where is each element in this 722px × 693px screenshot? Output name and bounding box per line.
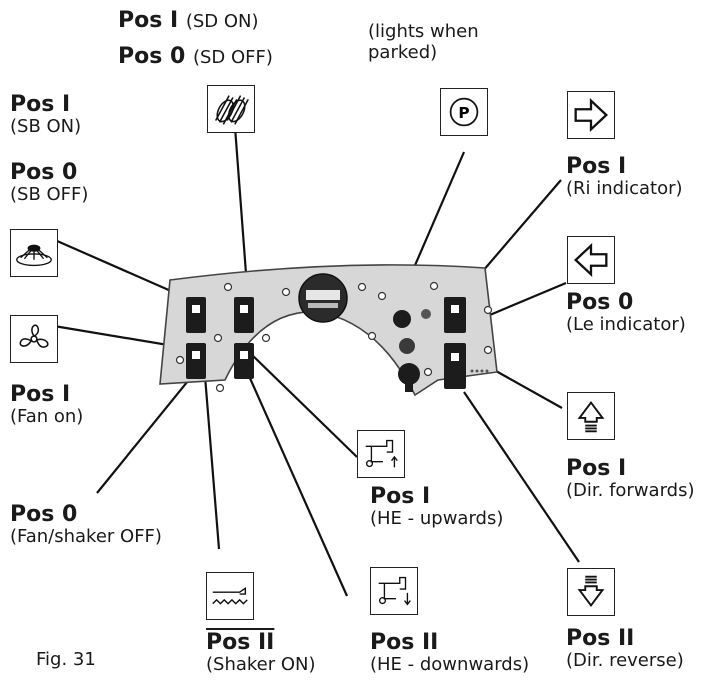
fan-icon (10, 315, 58, 363)
fan-on-label: Pos I (Fan on) (10, 382, 84, 428)
sb-on-label: Pos I (SB ON) (10, 92, 82, 138)
he-down-label: Pos II (HE - downwards) (370, 630, 530, 676)
leader-he-down (247, 375, 349, 597)
reverse-icon (567, 568, 615, 616)
forward-icon (567, 392, 615, 440)
side-brush-icon (10, 229, 58, 277)
sb-off-label: Pos 0 (SB OFF) (10, 160, 89, 206)
reverse-label: Pos II (Dir. reverse) (566, 626, 684, 672)
he-switch (234, 343, 254, 379)
sb-switch (186, 297, 206, 333)
direction-switch (444, 343, 466, 389)
he-up-label: Pos I (HE - upwards) (370, 484, 504, 530)
sd-off-label: Pos 0 (SD OFF) (118, 44, 273, 69)
sd-switch (234, 297, 254, 333)
hopper-down-icon (370, 567, 418, 615)
fan-off-label: Pos 0 (Fan/shaker OFF) (10, 502, 162, 548)
sd-on-label: Pos I (SD ON) (118, 8, 259, 33)
forward-label: Pos I (Dir. forwards) (566, 456, 695, 502)
leader-fan-off (96, 375, 193, 494)
ri-indicator-label: Pos I (Ri indicator) (566, 154, 683, 200)
sweeping-brush-icon (207, 85, 255, 133)
hopper-up-icon (357, 430, 405, 478)
leader-reverse (463, 391, 580, 563)
fan-switch (186, 343, 206, 379)
svg-text:P: P (458, 104, 469, 122)
left-arrow-icon (567, 236, 615, 284)
indicator-switch (444, 297, 466, 333)
figure-caption: Fig. 31 (36, 649, 96, 670)
right-arrow-icon (567, 91, 615, 139)
parked-note: (lights when parked) (368, 21, 479, 63)
le-indicator-label: Pos 0 (Le indicator) (566, 290, 686, 336)
leader-he-up (248, 351, 358, 458)
leader-shaker (203, 375, 221, 550)
shaker-label: Pos II (Shaker ON) (206, 630, 316, 676)
parking-lamp (393, 310, 411, 328)
parking-light-icon: P (440, 88, 488, 136)
shaker-icon (206, 572, 254, 620)
